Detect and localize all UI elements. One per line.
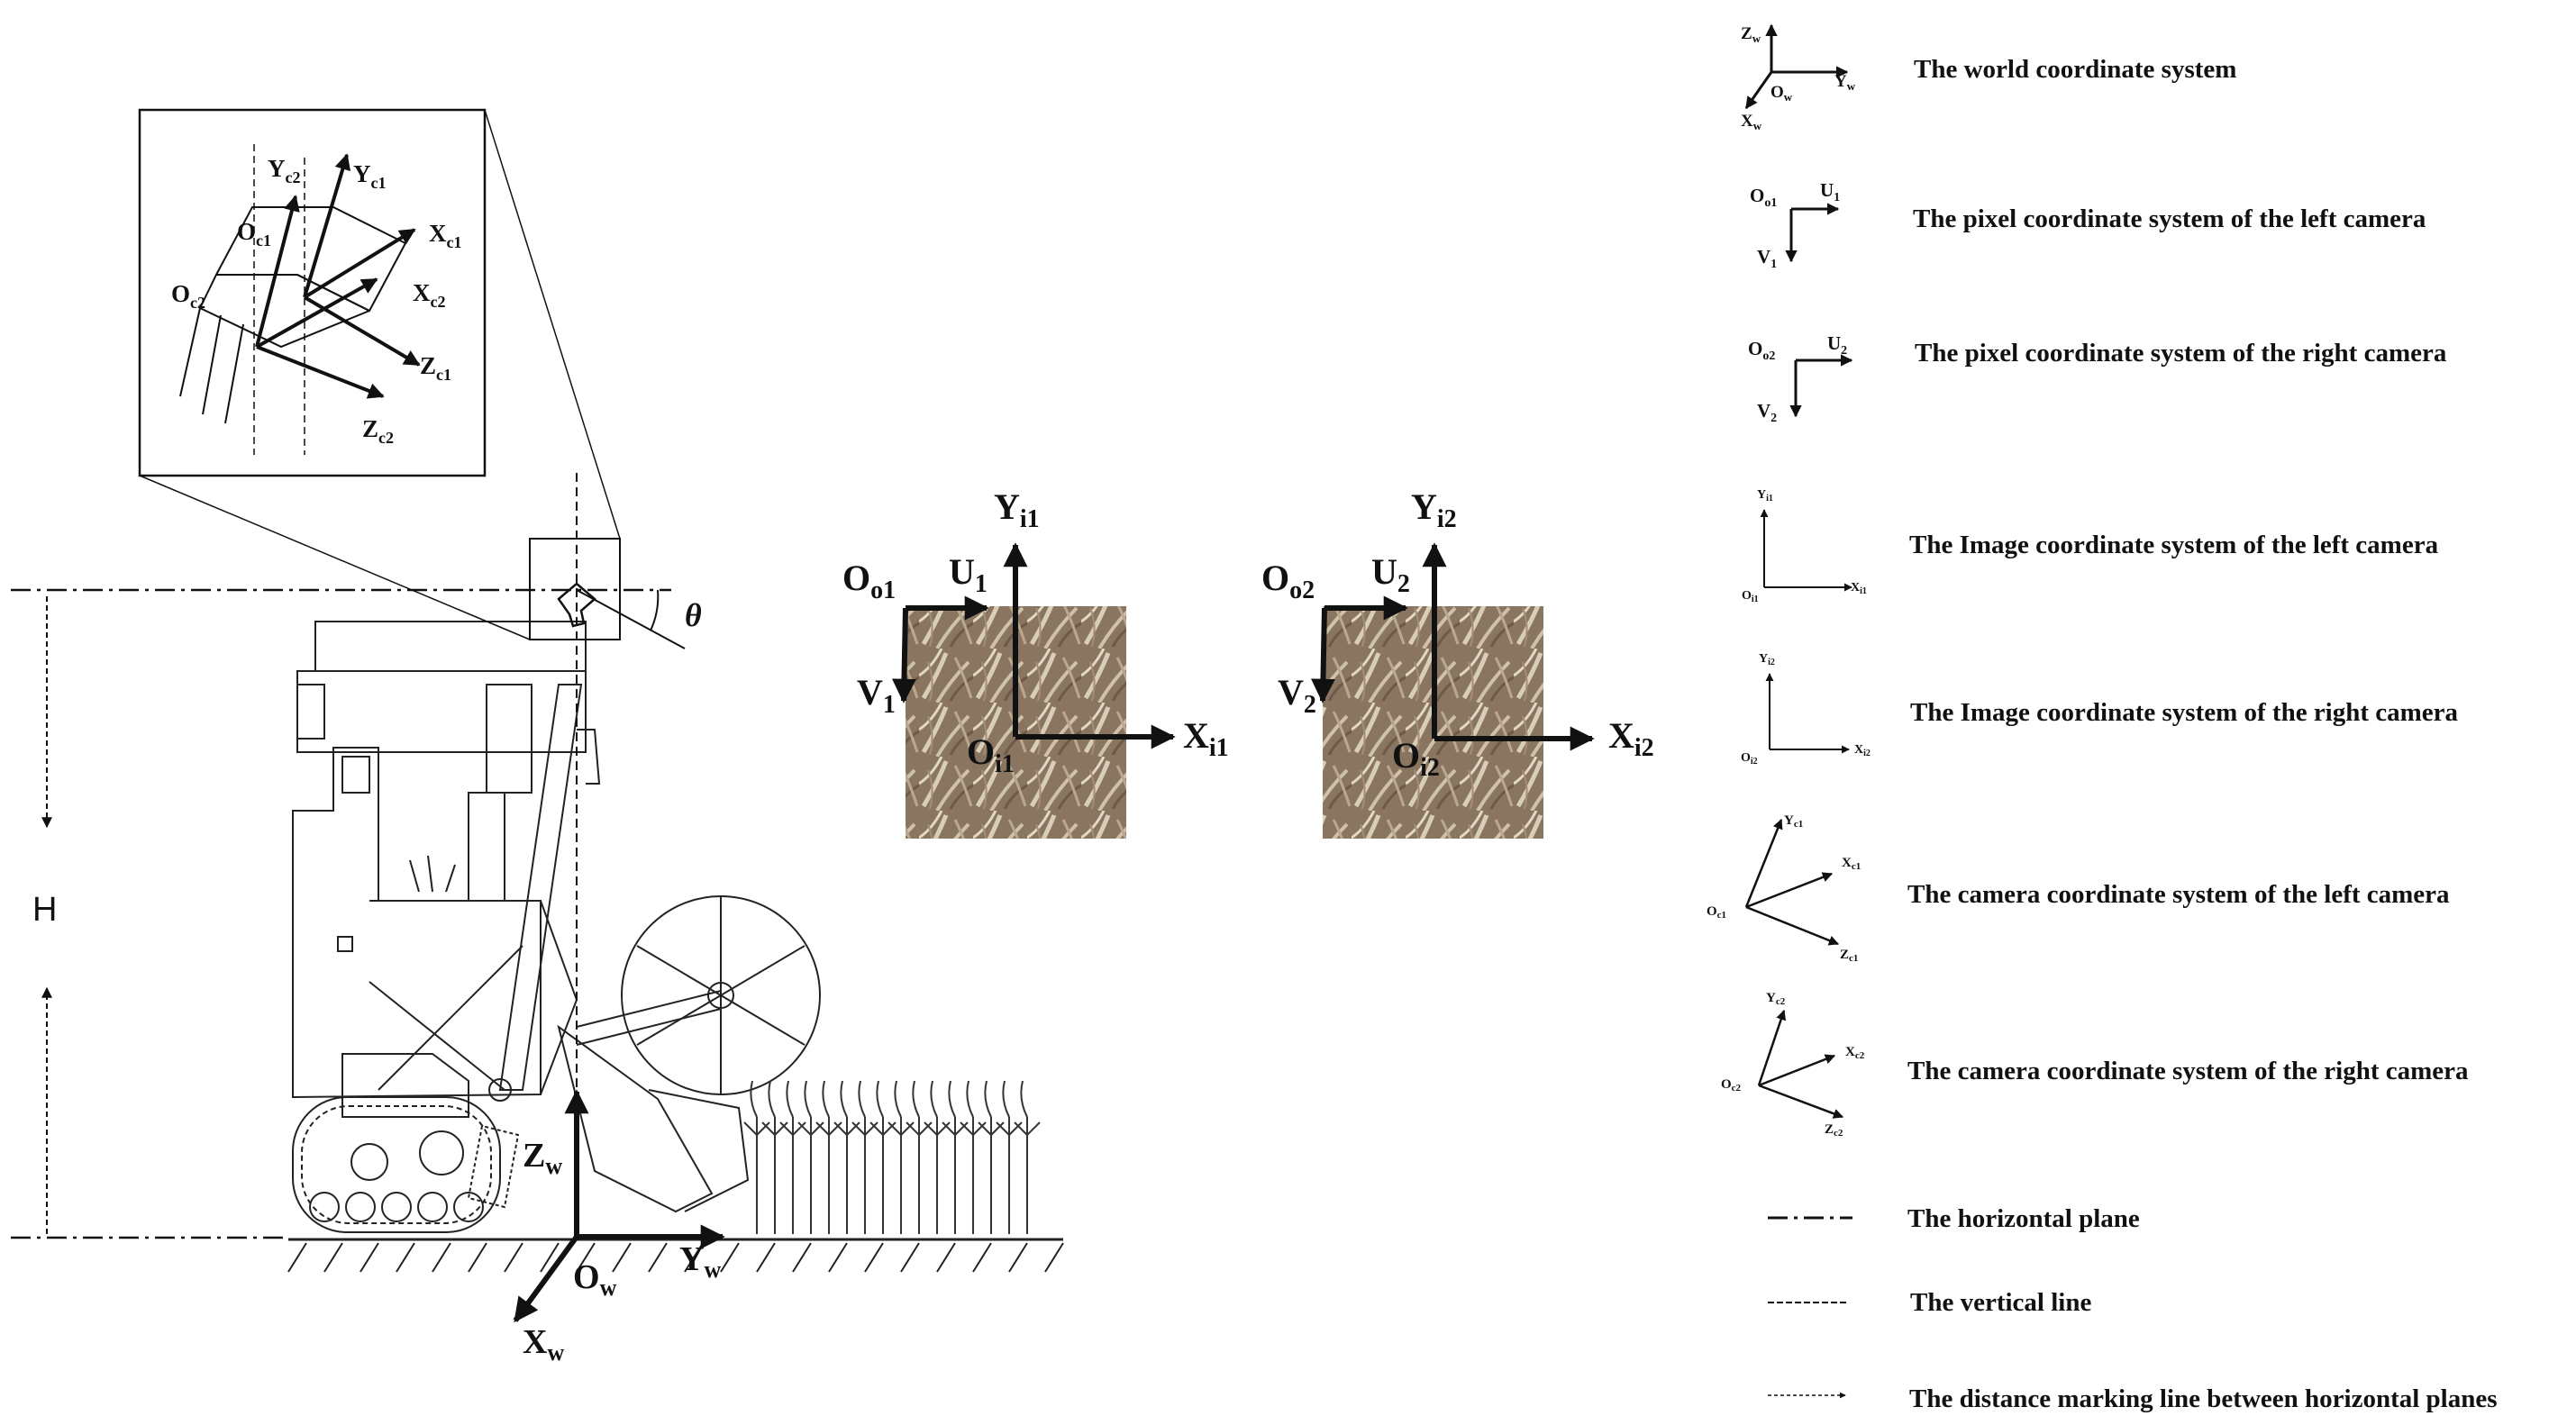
- svg-text:U2: U2: [1827, 332, 1847, 358]
- world-origin-label: Ow: [573, 1258, 617, 1301]
- svg-text:Zw: Zw: [1741, 24, 1761, 45]
- right-image-origin-label: Oi2: [1392, 735, 1440, 782]
- inset-yc1-label: Yc1: [353, 160, 387, 192]
- svg-text:Zc2: Zc2: [1825, 1122, 1843, 1139]
- zoom-connector-upper: [484, 109, 621, 540]
- world-z-label: Zw: [523, 1137, 562, 1179]
- inset-xc1-label: Xc1: [429, 220, 462, 251]
- legend-label-pixel-left: The pixel coordinate system of the left …: [1913, 204, 2426, 233]
- world-y-label: Yw: [679, 1240, 721, 1283]
- camera-mount: [557, 582, 596, 628]
- left-v-label: V1: [857, 672, 896, 719]
- svg-text:Yi2: Yi2: [1759, 652, 1775, 667]
- right-u-label: U2: [1371, 551, 1410, 598]
- legend-label-image-left: The Image coordinate system of the left …: [1909, 531, 2439, 559]
- legend-item-vertical-line: The vertical line: [1768, 1288, 2091, 1317]
- svg-text:Xc2: Xc2: [1845, 1045, 1865, 1061]
- height-label: H: [32, 891, 57, 929]
- world-axes: Zw Ow Yw Xw: [513, 1089, 725, 1366]
- legend-item-pixel-right: Oo2 U2 V2 The pixel coordinate system of…: [1748, 332, 2447, 425]
- angle-arc: [650, 589, 660, 631]
- left-u-label: U1: [949, 551, 988, 598]
- svg-text:Oc2: Oc2: [1721, 1077, 1742, 1094]
- left-camera-image: Oo1 U1 V1 Yi1 Xi1 Oi1: [842, 486, 1229, 839]
- svg-text:V2: V2: [1757, 400, 1777, 425]
- inset-xc2-label: Xc2: [413, 279, 446, 311]
- angle-label: θ: [685, 597, 702, 633]
- svg-text:Zc1: Zc1: [1840, 948, 1858, 964]
- svg-text:Yc2: Yc2: [1766, 991, 1786, 1007]
- svg-text:Xc1: Xc1: [1842, 856, 1861, 872]
- svg-text:Oi2: Oi2: [1741, 751, 1758, 767]
- svg-text:Xw: Xw: [1741, 112, 1762, 132]
- camera-tilt-line: [576, 589, 686, 649]
- legend-item-horizontal-plane: The horizontal plane: [1768, 1204, 2140, 1233]
- svg-text:Oi1: Oi1: [1742, 589, 1759, 604]
- ground-hatching: [287, 1242, 1064, 1273]
- right-camera-image: Oo2 U2 V2 Yi2 Xi2 Oi2: [1261, 486, 1654, 839]
- inset-zc2-label: Zc2: [362, 415, 394, 447]
- inset-yc2-label: Yc2: [268, 155, 301, 186]
- legend-item-camera-right: Yc2 Xc2 Oc2 Zc2 The camera coordinate sy…: [1721, 991, 2469, 1139]
- svg-text:Ow: Ow: [1770, 83, 1793, 104]
- legend-label-image-right: The Image coordinate system of the right…: [1910, 698, 2459, 727]
- svg-text:Yi1: Yi1: [1757, 488, 1773, 504]
- legend-label-horizontal-plane: The horizontal plane: [1907, 1204, 2140, 1233]
- world-x-label: Xw: [523, 1323, 564, 1366]
- zoom-connector-lower: [139, 475, 531, 640]
- legend-label-pixel-right: The pixel coordinate system of the right…: [1915, 339, 2447, 368]
- svg-text:Xi1: Xi1: [1851, 581, 1867, 596]
- svg-text:V1: V1: [1757, 246, 1777, 271]
- svg-text:Oc1: Oc1: [1707, 904, 1726, 921]
- legend-label-world: The world coordinate system: [1914, 55, 2236, 84]
- left-pixel-origin-label: Oo1: [842, 558, 896, 604]
- svg-text:Oo1: Oo1: [1750, 185, 1777, 210]
- svg-text:Yc1: Yc1: [1784, 813, 1803, 830]
- camera-inset: Yc2 Yc1 Oc1 Xc1 Oc2 Xc2 Zc1 Zc2: [138, 108, 487, 477]
- legend-item-camera-left: Yc1 Xc1 Oc1 Zc1 The camera coordinate sy…: [1707, 813, 2450, 964]
- legend-label-vertical-line: The vertical line: [1910, 1288, 2091, 1317]
- left-xi-label: Xi1: [1183, 715, 1229, 762]
- legend: Zw Ow Yw Xw The world coordinate system …: [1707, 23, 2498, 1413]
- wheat-stalks: [743, 1080, 1041, 1234]
- svg-text:Oo2: Oo2: [1748, 338, 1775, 363]
- inset-zc1-label: Zc1: [420, 352, 451, 384]
- legend-item-image-right: Yi2 Oi2 Xi2 The Image coordinate system …: [1741, 652, 2459, 767]
- right-v-label: V2: [1278, 672, 1316, 719]
- legend-item-world: Zw Ow Yw Xw The world coordinate system: [1741, 23, 2236, 132]
- inset-oc2-label: Oc2: [171, 280, 205, 312]
- right-xi-label: Xi2: [1608, 715, 1654, 762]
- right-yi-label: Yi2: [1411, 486, 1457, 533]
- legend-label-distance-marking: The distance marking line between horizo…: [1909, 1384, 2498, 1413]
- svg-text:U1: U1: [1820, 179, 1840, 204]
- left-image-origin-label: Oi1: [967, 731, 1015, 778]
- right-pixel-origin-label: Oo2: [1261, 558, 1315, 604]
- left-yi-label: Yi1: [994, 486, 1040, 533]
- svg-text:Yw: Yw: [1834, 72, 1856, 93]
- inset-oc1-label: Oc1: [237, 218, 271, 250]
- harvester-illustration: [287, 621, 1064, 1273]
- legend-item-pixel-left: Oo1 U1 V1 The pixel coordinate system of…: [1750, 179, 2426, 271]
- legend-item-distance-marking: The distance marking line between horizo…: [1768, 1384, 2498, 1413]
- svg-text:Xi2: Xi2: [1854, 743, 1871, 758]
- legend-label-camera-left: The camera coordinate system of the left…: [1907, 880, 2450, 909]
- legend-item-image-left: Yi1 Oi1 Xi1 The Image coordinate system …: [1742, 488, 2439, 604]
- legend-label-camera-right: The camera coordinate system of the righ…: [1907, 1057, 2469, 1085]
- camera-zoom-box: [529, 538, 621, 640]
